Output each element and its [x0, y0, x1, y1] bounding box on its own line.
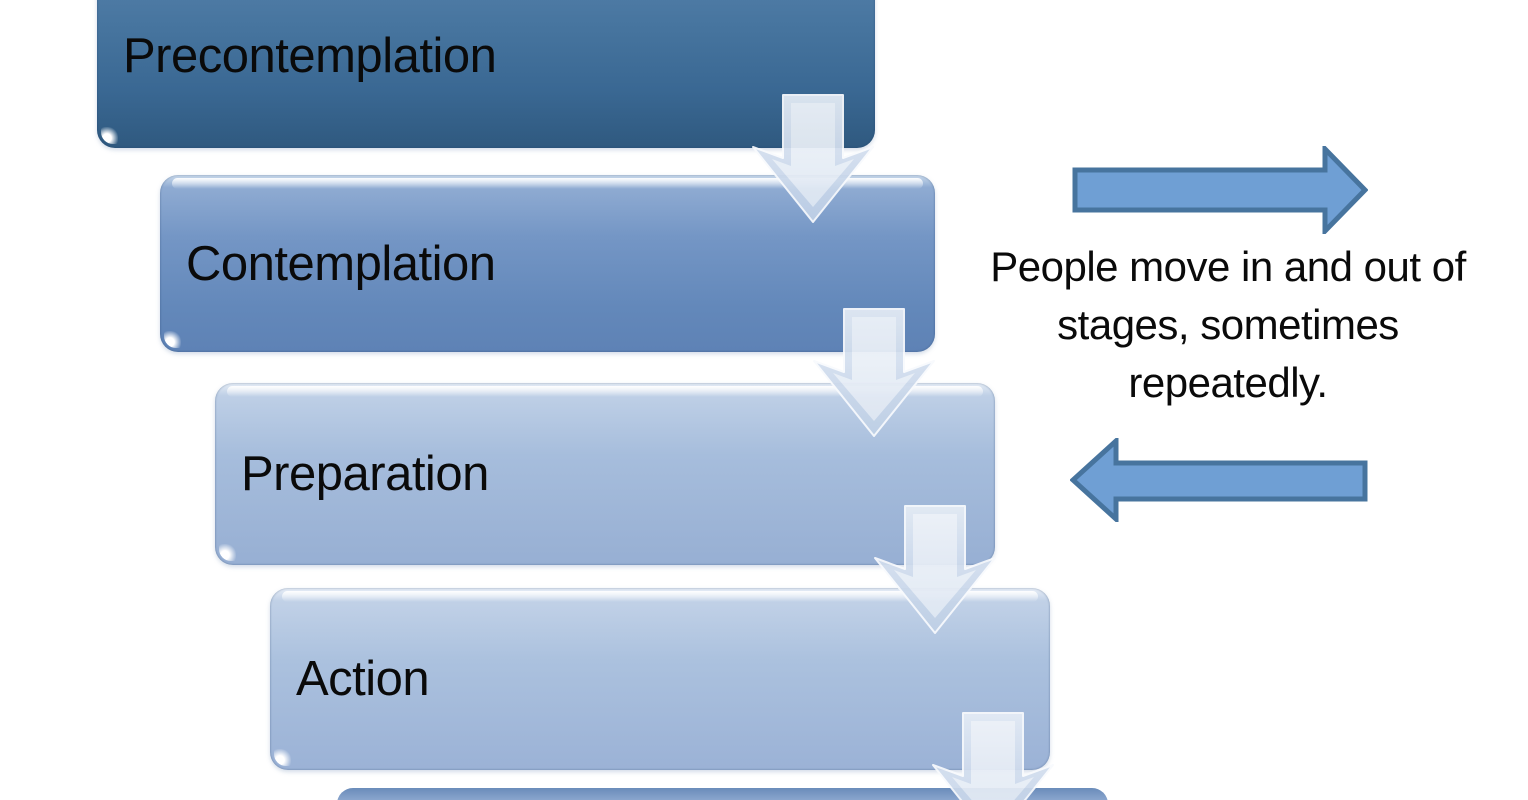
annotation-line-1: People move in and out of [990, 243, 1466, 290]
right-arrow-icon [1072, 146, 1368, 234]
annotation-line-3: repeatedly. [1128, 359, 1328, 406]
stage-label-contemplation: Contemplation [186, 236, 496, 291]
stage-box-action: Action [270, 588, 1050, 770]
left-arrow-icon [1070, 438, 1368, 522]
down-arrow-icon [813, 308, 935, 437]
annotation-text: People move in and out of stages, someti… [940, 238, 1516, 412]
stage-label-preparation: Preparation [241, 447, 489, 501]
stage-box-precontemplation: Precontemplation [97, 0, 875, 148]
stage-label-precontemplation: Precontemplation [123, 29, 497, 83]
annotation-line-2: stages, sometimes [1057, 301, 1399, 348]
down-arrow-icon [752, 94, 874, 223]
down-arrow-icon [874, 505, 996, 634]
down-arrow-icon [932, 712, 1054, 800]
stage-label-action: Action [296, 652, 430, 706]
stage-box-next-partial [337, 788, 1108, 800]
